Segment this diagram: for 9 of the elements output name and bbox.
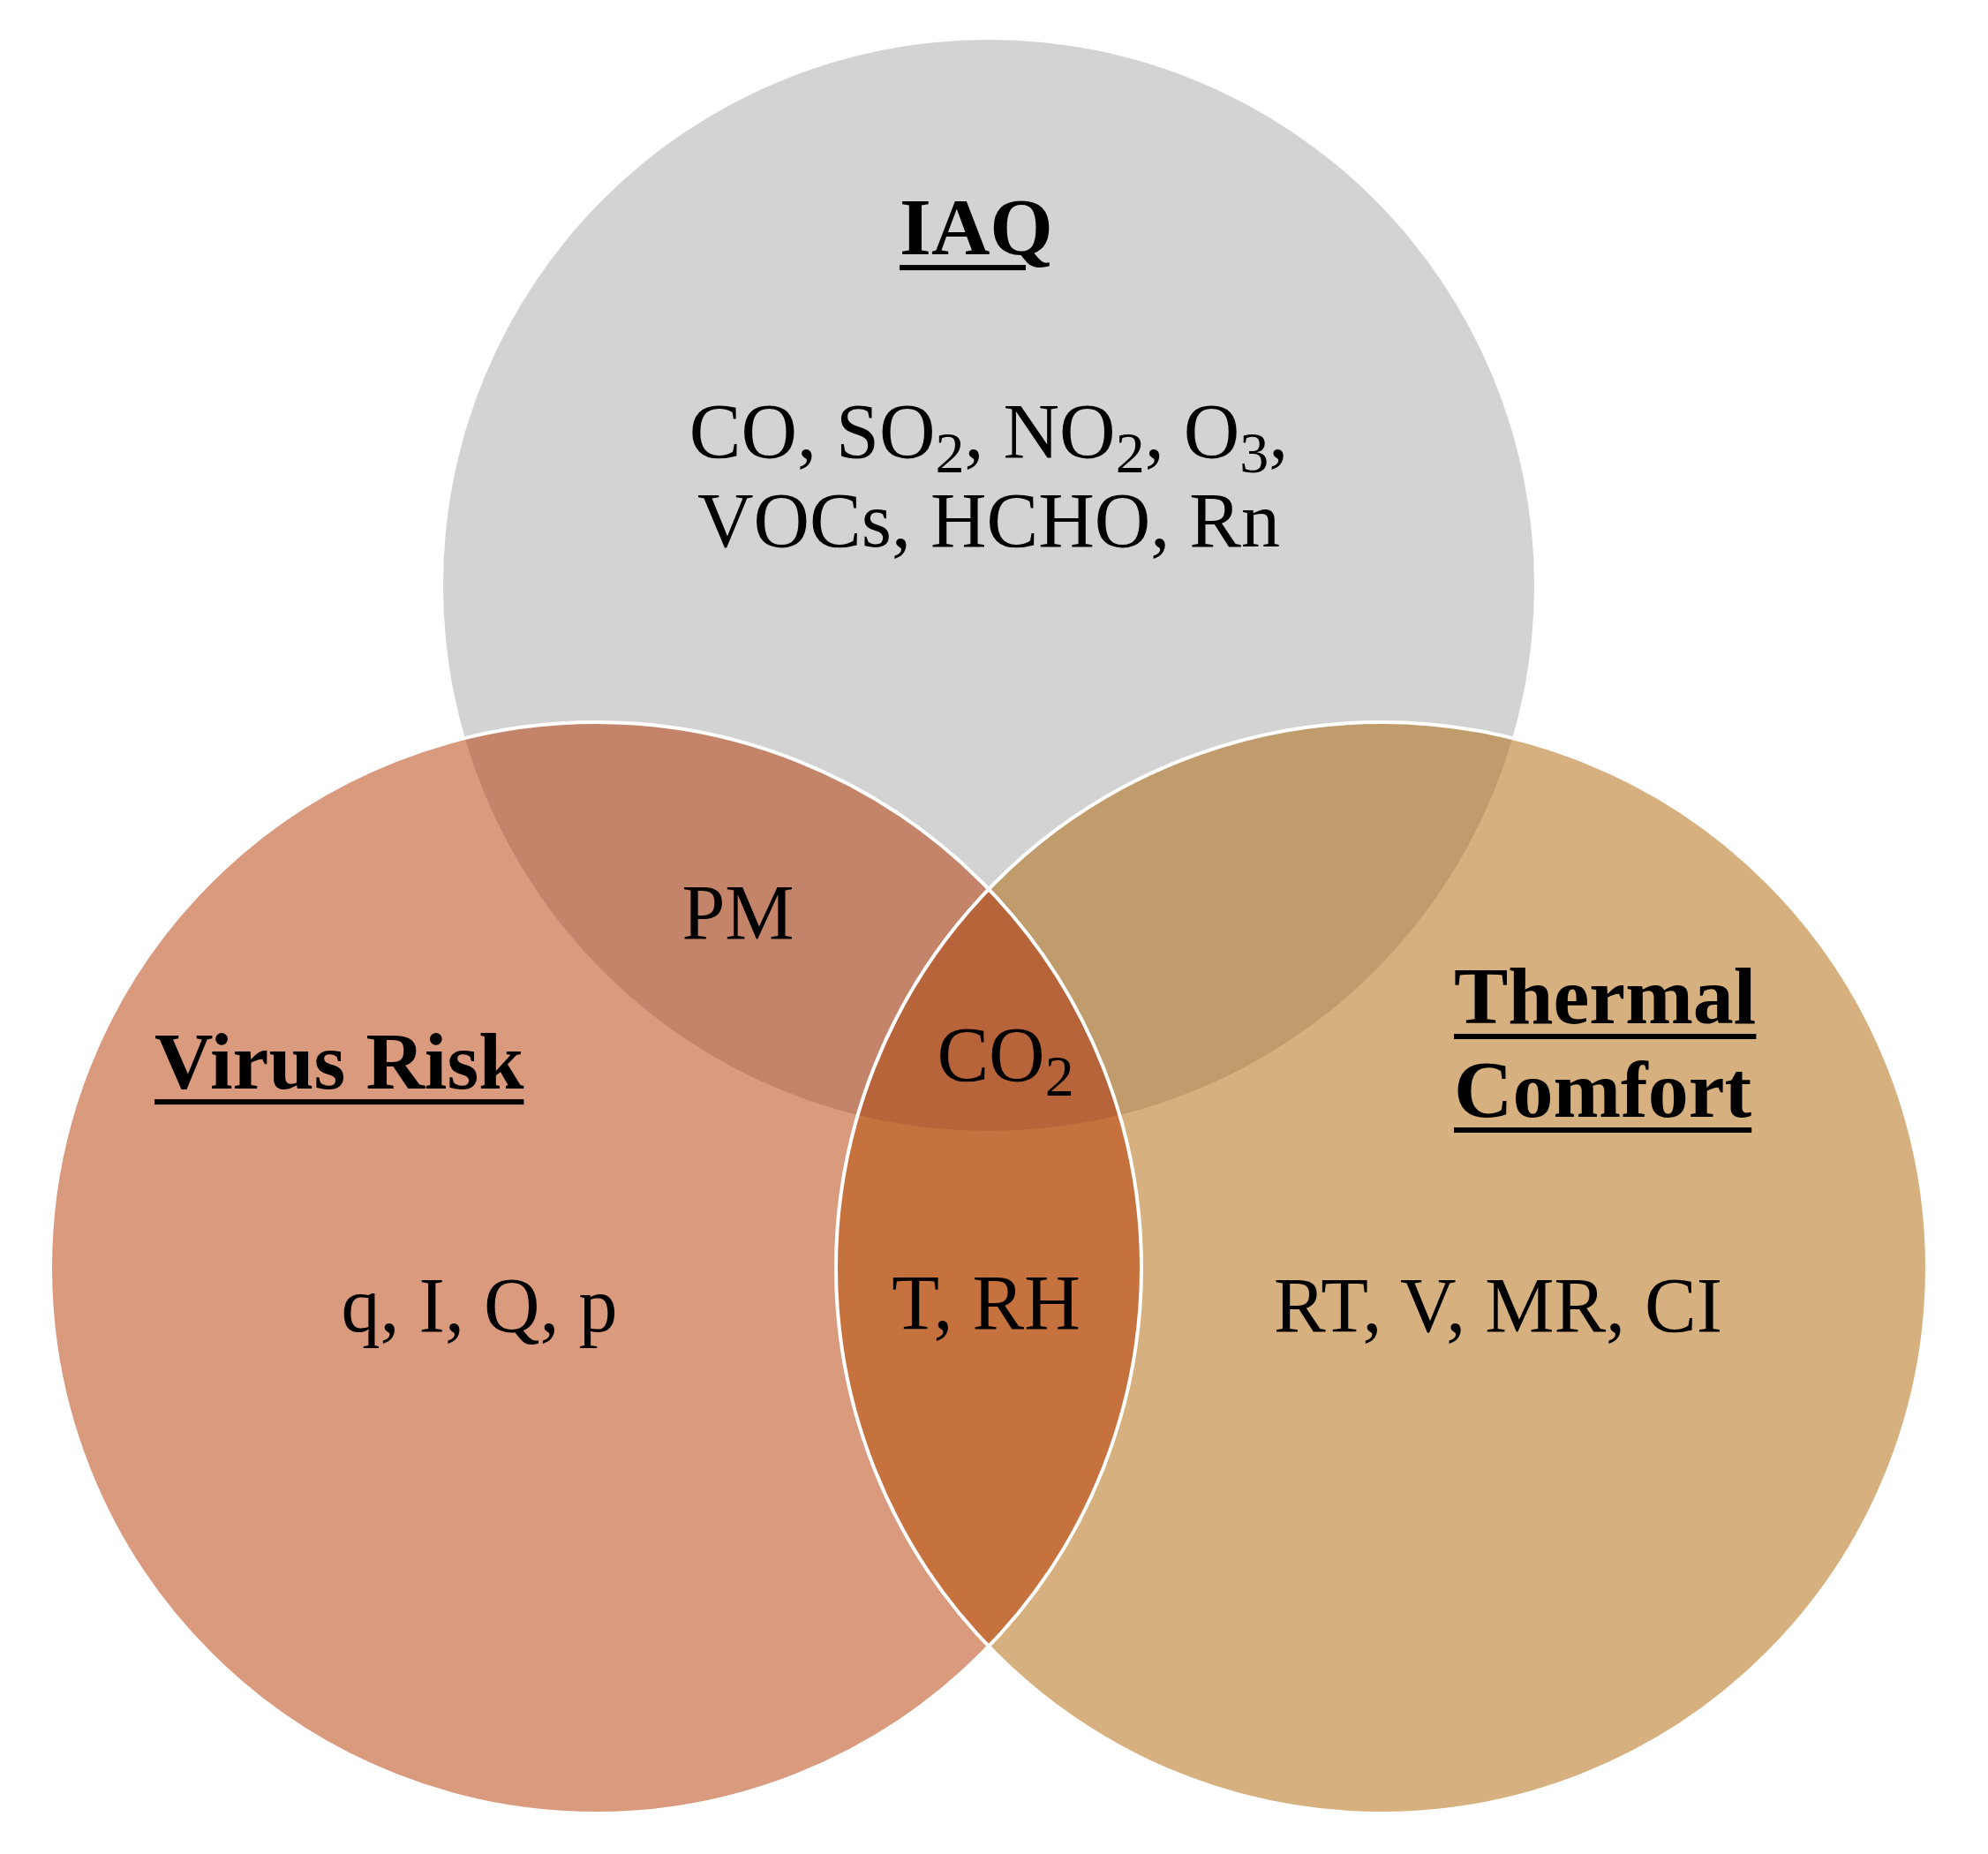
overlap-label: T, RH xyxy=(892,1259,1081,1348)
variable-list: q, I, Q, p xyxy=(341,1261,618,1351)
circle-heading: Virus Risk xyxy=(154,1015,524,1109)
circle-heading: IAQ xyxy=(900,181,1053,275)
circle-heading: Thermal Comfort xyxy=(1454,950,1758,1136)
overlap-label: CO$_{2}$ xyxy=(937,1011,1074,1100)
variable-list: RT, V, MR, CI xyxy=(1273,1261,1723,1351)
variable-list: CO, SO$_{2}$, NO$_{2}$, O$_{3}$, VOCs, HCHO, Rn xyxy=(627,387,1351,566)
overlap-label: PM xyxy=(681,869,794,958)
